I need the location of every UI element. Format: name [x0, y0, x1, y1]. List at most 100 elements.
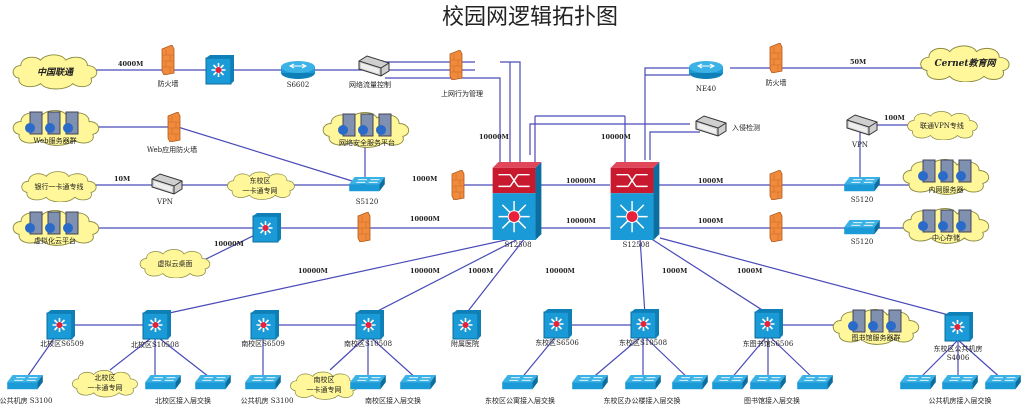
cloud-bank-line[interactable]: 银行一卡通专线 [21, 171, 97, 202]
access-switch[interactable] [749, 375, 787, 390]
switch-l3-outer[interactable] [205, 55, 235, 85]
svg-text:联通VPN专线: 联通VPN专线 [920, 121, 964, 130]
svg-text:银行一卡通专线: 银行一卡通专线 [35, 182, 84, 191]
svg-text:南校区: 南校区 [314, 375, 335, 384]
cloud-virtual-desktop[interactable]: 虚拟云桌面 [139, 249, 211, 279]
label-north-access: 北校区接入层交换 [155, 396, 211, 405]
svg-text:上网行为管理: 上网行为管理 [441, 89, 483, 98]
switch-east-s10508[interactable]: 东校区S10508 [619, 309, 667, 347]
switch-s5120-right-1[interactable]: S5120 [843, 177, 881, 204]
firewall-s5120-core[interactable] [451, 170, 465, 200]
firewall-behavior-mgmt[interactable]: 上网行为管理 [441, 50, 483, 98]
svg-text:中国联通: 中国联通 [37, 67, 75, 78]
svg-text:网络安全服务平台: 网络安全服务平台 [339, 138, 395, 147]
firewall-unicom[interactable]: 防火墙 [158, 45, 179, 88]
svg-text:图书馆服务器群: 图书馆服务器群 [852, 333, 901, 342]
cloud-security-platform[interactable]: 网络安全服务平台 [322, 111, 410, 148]
traffic-control[interactable]: 网络流量控制 [349, 55, 391, 89]
label-public-access: 公共机房接入层交换 [929, 396, 992, 405]
bw-virt-core: 10000M [410, 215, 440, 223]
svg-text:防火墙: 防火墙 [158, 79, 179, 88]
diagram-title: 校园网逻辑拓扑图 [442, 5, 618, 30]
access-switch[interactable] [671, 375, 709, 390]
bw-uplink-left: 10000M [479, 133, 509, 141]
access-switch[interactable] [984, 375, 1022, 390]
svg-text:内网服务器: 内网服务器 [929, 185, 964, 194]
router-s6602[interactable]: S6602 [280, 60, 316, 89]
access-switch[interactable] [571, 375, 609, 390]
firewall-right-2[interactable] [769, 212, 783, 242]
cloud-web-servers[interactable]: Web服务器群 [12, 109, 100, 146]
bw-hospital: 1000M [468, 267, 493, 275]
cloud-library-servers[interactable]: 图书馆服务器群 [832, 308, 920, 345]
bandwidth-labels: 4000M 50M 10M 100M 1000M 10000M 10000M 1… [114, 58, 905, 275]
svg-text:虚拟云桌面: 虚拟云桌面 [158, 259, 193, 268]
access-switch[interactable] [349, 375, 387, 390]
cloud-virtualization[interactable]: 虚拟化云平台 [12, 209, 100, 246]
vpn-unicom[interactable]: VPN [846, 114, 878, 149]
switch-s5120-right-2[interactable]: S5120 [843, 220, 881, 246]
label-north-public: 公共机房 S3100 [0, 396, 52, 405]
svg-text:S4006: S4006 [947, 354, 970, 362]
access-switch[interactable] [194, 375, 232, 390]
vpn-bank[interactable]: VPN [151, 173, 183, 206]
switch-hospital[interactable]: 附属医院 [451, 310, 482, 348]
access-switch[interactable] [941, 375, 979, 390]
svg-text:一卡通专网: 一卡通专网 [88, 383, 123, 392]
cloud-cernet[interactable]: Cernet教育网 [920, 45, 1010, 82]
access-switch[interactable] [6, 375, 44, 390]
bw-vdesk: 10000M [214, 240, 244, 248]
bw-library: 1000M [662, 267, 687, 275]
access-switch[interactable] [144, 375, 182, 390]
switch-s5120-left[interactable]: S5120 [348, 177, 386, 206]
access-switch[interactable] [244, 375, 282, 390]
svg-text:S6602: S6602 [287, 81, 310, 89]
access-switch[interactable] [399, 375, 437, 390]
svg-text:S5120: S5120 [356, 198, 379, 206]
firewall-cernet[interactable]: 防火墙 [766, 43, 787, 87]
access-switch[interactable] [501, 375, 539, 390]
switch-north-s6509[interactable]: 北校区S6509 [40, 310, 84, 348]
svg-text:一卡通专网: 一卡通专网 [307, 385, 342, 394]
cloud-china-unicom[interactable]: 中国联通 [12, 54, 98, 90]
svg-text:入侵检测: 入侵检测 [732, 123, 760, 132]
cloud-unicom-vpn[interactable]: 联通VPN专线 [907, 111, 978, 141]
bw-south: 10000M [410, 267, 440, 275]
svg-text:中心存储: 中心存储 [932, 233, 960, 242]
access-switch[interactable] [796, 375, 834, 390]
switch-north-s10508[interactable]: 北校区S10508 [131, 310, 179, 349]
switch-south-s10508[interactable]: 南校区S10508 [344, 310, 392, 348]
bw-public: 1000M [737, 267, 762, 275]
core-switch-2[interactable]: S12508 [610, 162, 660, 249]
intrusion-detection[interactable]: 入侵检测 [695, 115, 760, 137]
label-library-access: 图书馆接入层交换 [744, 396, 800, 405]
cloud-intranet-servers[interactable]: 内网服务器 [902, 158, 990, 195]
svg-text:北校区: 北校区 [95, 373, 116, 382]
firewall-right-1[interactable] [769, 170, 783, 200]
switch-library-s6506[interactable]: 东图书馆S6506 [743, 309, 794, 348]
cloud-central-storage[interactable]: 中心存储 [902, 207, 990, 244]
clouds: 中国联通 Cernet教育网 Web服务器群 网络安全服务平台 银行一卡通专线 … [12, 45, 1010, 400]
access-switch[interactable] [624, 375, 662, 390]
svg-text:S5120: S5120 [851, 196, 874, 204]
svg-text:NE40: NE40 [696, 85, 716, 93]
svg-text:南校区S6509: 南校区S6509 [241, 339, 285, 348]
switch-east-s6506[interactable]: 东校区S6506 [535, 309, 579, 347]
switch-south-s6509[interactable]: 南校区S6509 [241, 310, 285, 348]
core-switch-1[interactable]: S12508 [492, 162, 542, 249]
router-ne40[interactable]: NE40 [688, 60, 724, 93]
bw-cernet: 50M [850, 58, 866, 66]
access-switch[interactable] [711, 375, 749, 390]
web-app-firewall[interactable]: Web应用防火墙 [147, 112, 197, 154]
svg-text:防火墙: 防火墙 [766, 78, 787, 87]
firewall-virt[interactable] [357, 212, 371, 242]
access-switch[interactable] [899, 375, 937, 390]
devices: 防火墙 S6602 网络流量控制 上网行为管理 NE40 防火墙 入侵检测 VP… [40, 43, 983, 362]
switch-l3-virt[interactable] [252, 213, 282, 243]
